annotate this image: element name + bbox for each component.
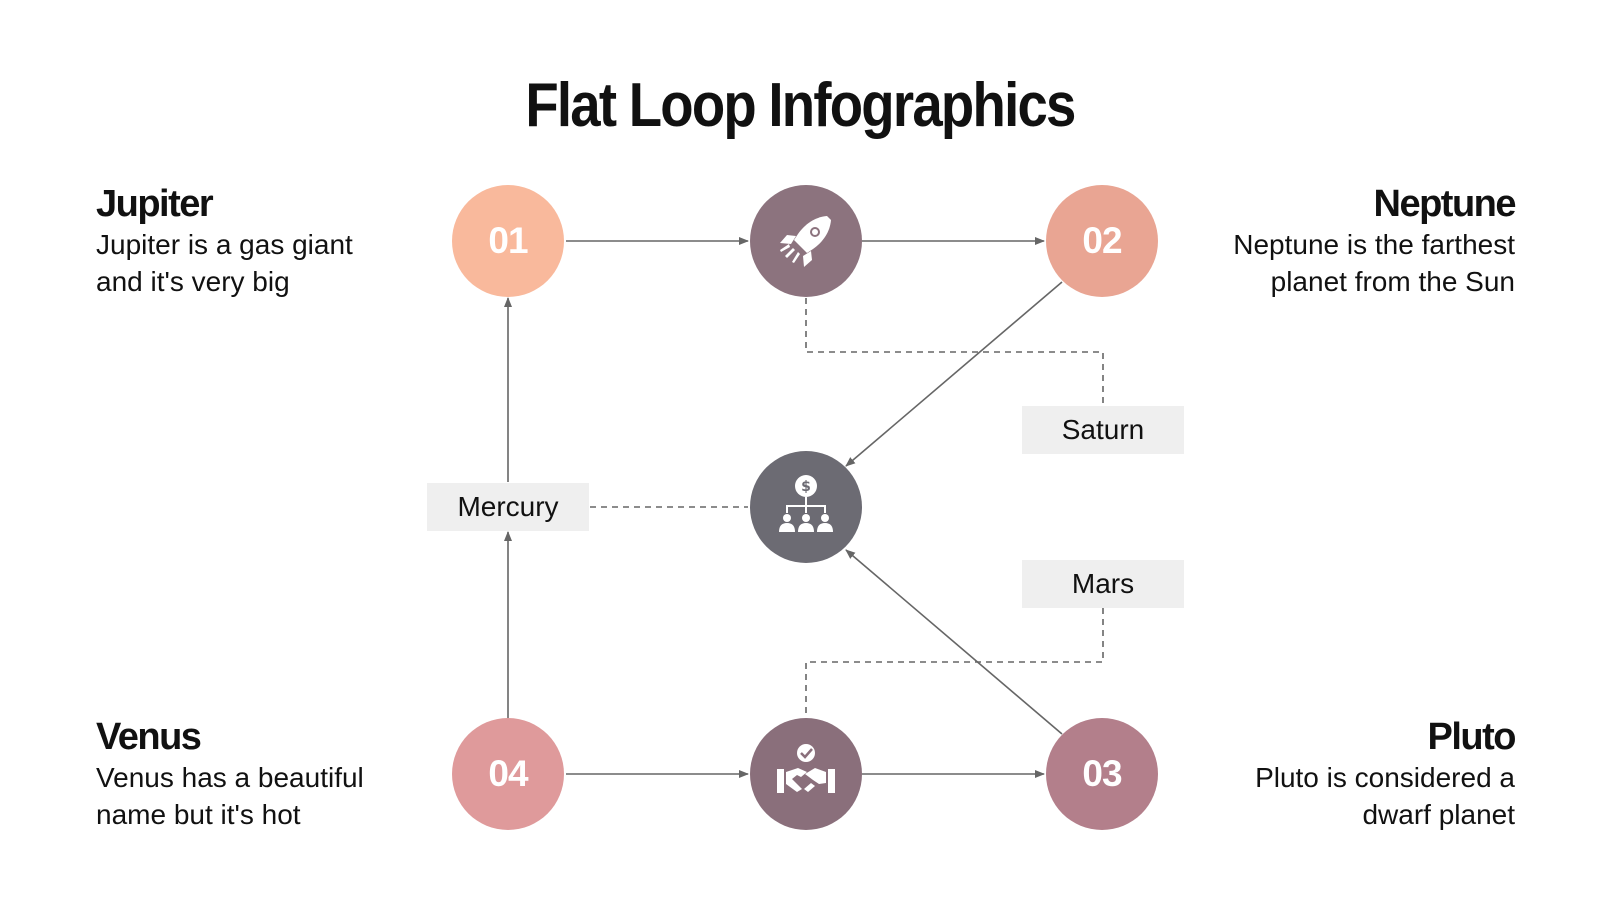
step-04-node: 04 xyxy=(452,718,564,830)
step-02-node: 02 xyxy=(1046,185,1158,297)
slide-title: Flat Loop Infographics xyxy=(525,71,1076,140)
svg-text:$: $ xyxy=(801,479,811,495)
hub-node: $ xyxy=(750,451,862,563)
desc-venus-line1: Venus has a beautiful xyxy=(96,762,364,793)
money-hierarchy-icon: $ xyxy=(779,475,833,532)
rocket-node xyxy=(750,185,862,297)
desc-jupiter-line1: Jupiter is a gas giant xyxy=(96,229,353,260)
dashed-mars-to-handshake xyxy=(805,608,1104,718)
desc-venus: Venus Venus has a beautiful name but it'… xyxy=(96,715,436,833)
desc-neptune-heading: Neptune xyxy=(1373,183,1517,225)
label-mars: Mars xyxy=(1022,560,1184,608)
step-03-node: 03 xyxy=(1046,718,1158,830)
step-02-number: 02 xyxy=(1082,220,1122,261)
desc-jupiter-line2: and it's very big xyxy=(96,266,290,297)
arrow-02-to-hub xyxy=(845,281,1063,467)
dashed-rocket-to-saturn xyxy=(805,298,1104,406)
desc-venus-heading: Venus xyxy=(96,716,202,758)
desc-pluto-heading: Pluto xyxy=(1427,716,1517,758)
rocket-icon xyxy=(780,216,831,267)
desc-neptune: Neptune Neptune is the farthest planet f… xyxy=(1175,182,1517,300)
handshake-node xyxy=(750,718,862,830)
step-04-number: 04 xyxy=(488,753,528,794)
desc-pluto: Pluto Pluto is considered a dwarf planet xyxy=(1175,715,1517,833)
desc-jupiter: Jupiter Jupiter is a gas giant and it's … xyxy=(96,182,436,300)
step-03-number: 03 xyxy=(1082,753,1122,794)
label-mercury: Mercury xyxy=(427,483,589,531)
desc-neptune-line1: Neptune is the farthest xyxy=(1233,229,1515,260)
label-saturn: Saturn xyxy=(1022,406,1184,454)
arrow-03-to-hub xyxy=(845,549,1063,735)
step-01-node: 01 xyxy=(452,185,564,297)
desc-neptune-line2: planet from the Sun xyxy=(1270,266,1515,297)
handshake-icon xyxy=(777,744,835,793)
desc-venus-line2: name but it's hot xyxy=(96,799,301,830)
desc-jupiter-heading: Jupiter xyxy=(96,183,214,225)
desc-pluto-line2: dwarf planet xyxy=(1362,799,1515,830)
step-01-number: 01 xyxy=(488,220,528,261)
desc-pluto-line1: Pluto is considered a xyxy=(1255,762,1515,793)
